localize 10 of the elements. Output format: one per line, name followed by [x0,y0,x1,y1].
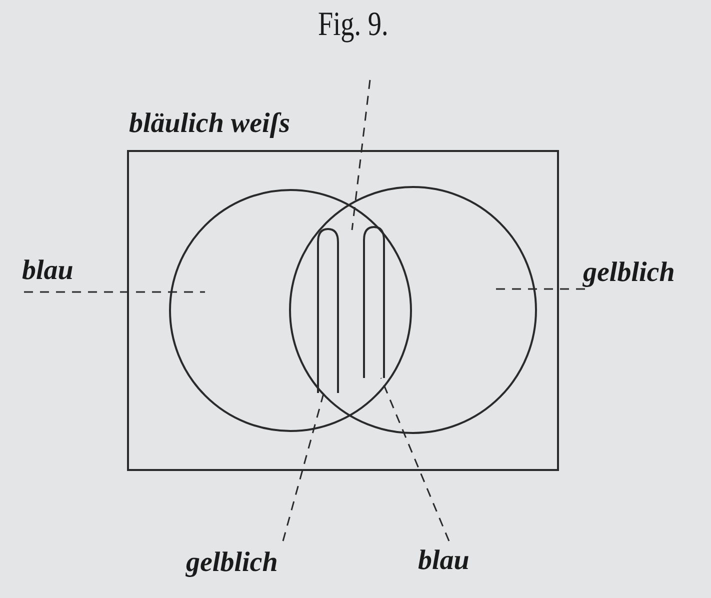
color-label: gelblich [583,259,675,287]
leader-line [495,288,585,290]
figure-title: Fig. 9. [318,8,388,42]
color-label: gelblich [186,549,278,577]
leader-line [380,378,450,542]
region-label: bläulich weiſs [129,110,290,138]
leader-line [351,80,371,230]
color-label: blau [22,257,74,285]
leader-line [24,291,205,293]
color-label: blau [418,547,470,575]
